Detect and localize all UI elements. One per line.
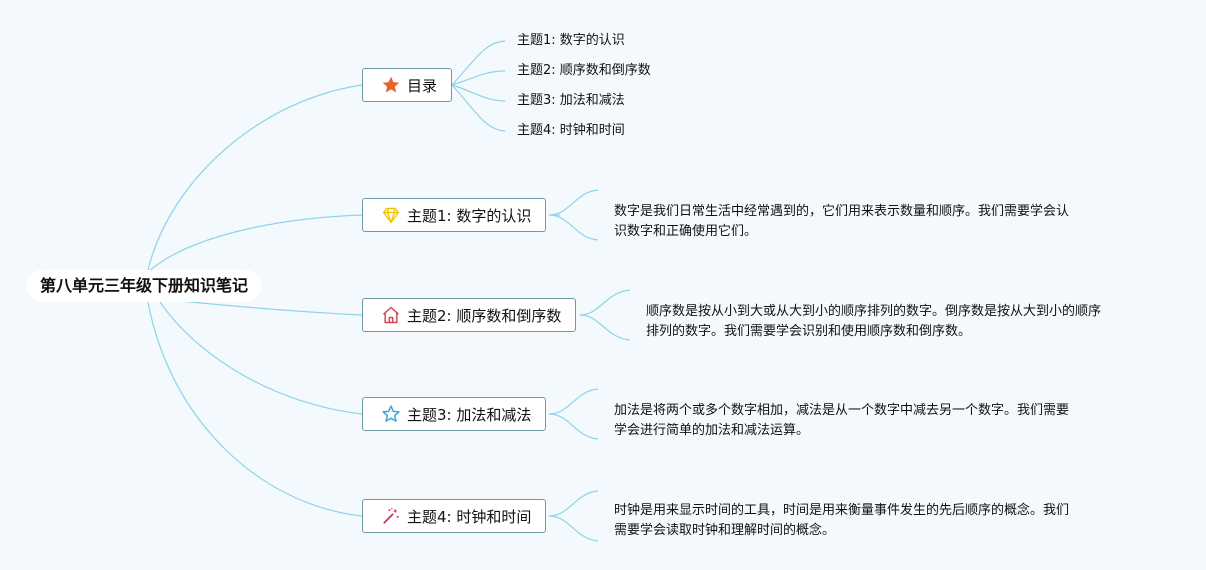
star-outline-icon	[380, 403, 402, 425]
topic-node-1-label: 主题1: 数字的认识	[407, 206, 532, 225]
connector-topic3-desc	[548, 388, 599, 440]
topic-node-4[interactable]: 主题4: 时钟和时间	[362, 499, 547, 533]
topic-node-1[interactable]: 主题1: 数字的认识	[362, 198, 547, 232]
topic-1-desc-line-2: 识数字和正确使用它们。	[614, 224, 758, 239]
topic-node-3[interactable]: 主题3: 加法和减法	[362, 397, 547, 431]
connector-topic4-desc	[548, 490, 599, 542]
connector-toc-item1	[451, 40, 506, 86]
connector-toc-item2	[451, 70, 506, 86]
topic-4-desc-line-2: 需要学会读取时钟和理解时间的概念。	[614, 523, 836, 538]
toc-node[interactable]: 目录	[362, 68, 453, 102]
topic-2-description: 顺序数是按从小到大或从大到小的顺序排列的数字。倒序数是按从大到小的顺序 排列的数…	[646, 302, 1101, 342]
toc-item-2[interactable]: 主题2: 顺序数和倒序数	[517, 63, 651, 78]
toc-node-label: 目录	[407, 76, 438, 95]
connector-root-topic2	[169, 299, 363, 316]
house-icon	[380, 304, 402, 326]
topic-3-desc-line-1: 加法是将两个或多个数字相加，减法是从一个数字中减去另一个数字。我们需要	[614, 403, 1070, 418]
toc-item-4[interactable]: 主题4: 时钟和时间	[517, 123, 625, 138]
topic-3-description: 加法是将两个或多个数字相加，减法是从一个数字中减去另一个数字。我们需要 学会进行…	[614, 401, 1069, 441]
connector-root-topic4	[147, 301, 363, 517]
topic-2-desc-line-2: 排列的数字。我们需要学会识别和使用顺序数和倒序数。	[646, 324, 972, 339]
connector-toc-item4	[451, 84, 506, 132]
topic-node-4-label: 主题4: 时钟和时间	[407, 507, 532, 526]
topic-4-description: 时钟是用来显示时间的工具，时间是用来衡量事件发生的先后顺序的概念。我们 需要学会…	[614, 501, 1069, 541]
connector-topic1-desc	[548, 189, 599, 241]
topic-node-2[interactable]: 主题2: 顺序数和倒序数	[362, 298, 577, 332]
magic-wand-icon	[380, 505, 402, 527]
topic-4-desc-line-1: 时钟是用来显示时间的工具，时间是用来衡量事件发生的先后顺序的概念。我们	[614, 503, 1070, 518]
connector-root-toc	[147, 84, 363, 271]
connector-topic2-desc	[579, 289, 631, 341]
topic-node-2-label: 主题2: 顺序数和倒序数	[407, 306, 562, 325]
root-topic-label: 第八单元三年级下册知识笔记	[39, 276, 248, 295]
topic-3-desc-line-2: 学会进行简单的加法和减法运算。	[614, 423, 810, 438]
toc-item-1[interactable]: 主题1: 数字的认识	[517, 33, 625, 48]
connector-toc-item3	[451, 84, 506, 102]
topic-1-desc-line-1: 数字是我们日常生活中经常遇到的，它们用来表示数量和顺序。我们需要学会认	[614, 204, 1070, 219]
toc-item-3[interactable]: 主题3: 加法和减法	[517, 93, 625, 108]
topic-1-description: 数字是我们日常生活中经常遇到的，它们用来表示数量和顺序。我们需要学会认 识数字和…	[614, 202, 1069, 242]
topic-2-desc-line-1: 顺序数是按从小到大或从大到小的顺序排列的数字。倒序数是按从大到小的顺序	[646, 304, 1102, 319]
topic-node-3-label: 主题3: 加法和减法	[407, 405, 532, 424]
star-filled-icon	[380, 74, 402, 96]
connector-root-topic3	[159, 301, 363, 415]
connector-root-topic1	[147, 214, 363, 273]
root-topic[interactable]: 第八单元三年级下册知识笔记	[26, 270, 262, 302]
diamond-icon	[380, 204, 402, 226]
